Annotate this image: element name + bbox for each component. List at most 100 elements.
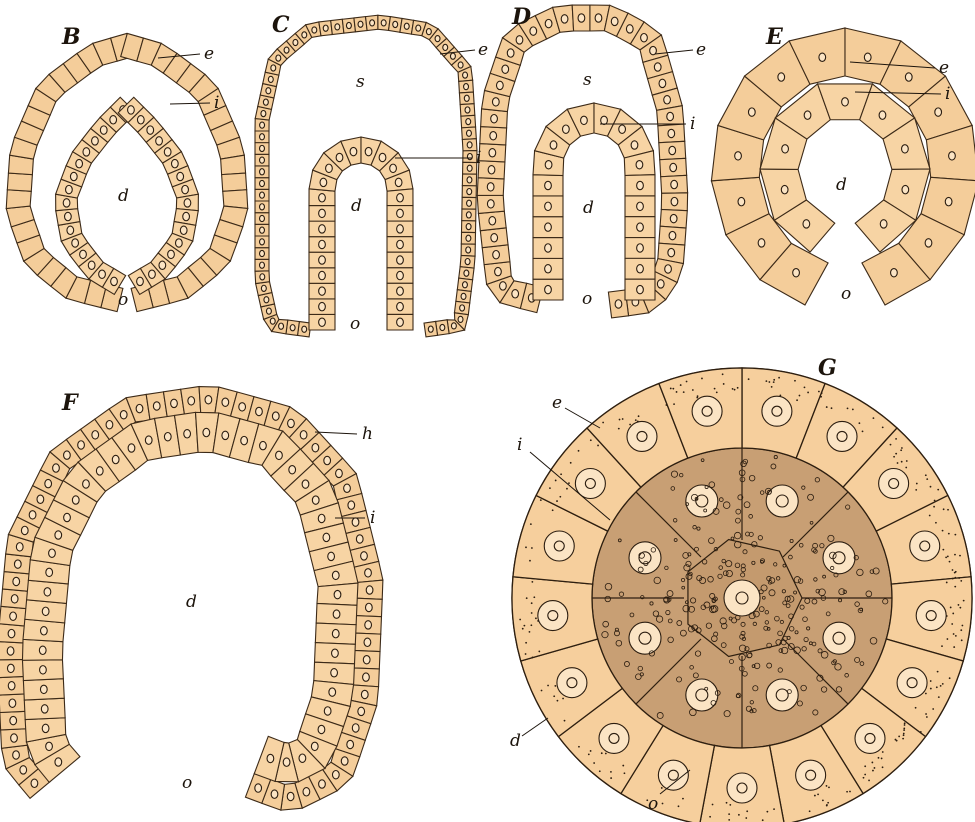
g-ecto-granule-213 — [933, 506, 935, 508]
g-ecto-granule-58 — [562, 698, 564, 700]
g-ecto-nucleolus-12 — [548, 611, 558, 621]
g-ecto-granule-118 — [765, 380, 767, 382]
g-ecto-granule-77 — [901, 447, 903, 449]
f-ecto-nucleus-28 — [188, 397, 195, 405]
panel-e-label-e: e — [939, 60, 949, 77]
d-ecto-nucleus-17 — [516, 36, 523, 44]
g-ecto-granule-179 — [947, 509, 949, 511]
panel-b-title: B — [62, 26, 81, 48]
d-endo-nucleus-6 — [545, 161, 552, 169]
g-ecto-granule-57 — [605, 753, 607, 755]
f-ecto-nucleus-52 — [358, 707, 365, 715]
d-ecto-nucleus-27 — [654, 63, 661, 71]
f-ecto-nucleus-16 — [29, 511, 36, 519]
c-endo-nucleus-14 — [379, 153, 386, 161]
c-endo-nucleus-4 — [319, 256, 326, 264]
e-inner-nucleus-0 — [803, 220, 810, 228]
g-ecto-granule-181 — [930, 486, 932, 488]
g-ecto-granule-146 — [619, 419, 621, 421]
g-ecto-granule-161 — [814, 795, 816, 797]
c-ecto-nucleus-17 — [260, 157, 265, 163]
g-ecto-granule-141 — [953, 646, 955, 648]
g-ecto-granule-81 — [773, 379, 775, 381]
f-endo-nucleus-30 — [318, 514, 325, 522]
g-ecto-granule-85 — [943, 508, 945, 510]
e-inner-nucleus-6 — [902, 145, 909, 153]
g-ecto-granule-11 — [578, 746, 580, 748]
f-ecto-nucleus-6 — [8, 682, 15, 690]
b-endo-r-nucleus-2 — [147, 126, 154, 134]
g-ecto-granule-42 — [862, 431, 864, 433]
g-ecto-nucleolus-13 — [554, 541, 564, 551]
g-ecto-granule-36 — [952, 569, 954, 571]
c-ecto-nucleus-46 — [464, 84, 469, 90]
panel-f-label-h: h — [362, 426, 373, 443]
f-endo-nucleus-6 — [39, 646, 46, 654]
g-ecto-nucleolus-10 — [609, 733, 619, 743]
f-endo-nucleus-2 — [42, 724, 49, 732]
c-ecto-nucleus-44 — [458, 62, 463, 68]
g-ecto-granule-97 — [874, 767, 876, 769]
e-outer-nucleus-8 — [905, 73, 912, 81]
pointer-g-e — [565, 408, 600, 428]
c-ecto-nucleus-33 — [346, 22, 351, 28]
c-endo-nucleus-18 — [397, 209, 404, 217]
b-endo-l-nucleus-4 — [72, 239, 79, 247]
e-outer-nucleus-9 — [935, 108, 942, 116]
c-endo-nucleus-12 — [350, 147, 357, 155]
b-endo-l-nucleus-10 — [76, 159, 83, 167]
g-ecto-granule-125 — [686, 381, 688, 383]
g-ecto-nucleolus-0 — [772, 406, 782, 416]
g-ecto-granule-128 — [954, 554, 956, 556]
d-endo-nucleus-16 — [637, 223, 644, 231]
g-ecto-granule-116 — [893, 456, 895, 458]
d-ecto-nucleus-20 — [561, 15, 568, 23]
g-ecto-granule-132 — [807, 392, 809, 394]
f-ecto-nucleus-5 — [9, 699, 16, 707]
g-ecto-granule-152 — [670, 388, 672, 390]
g-ecto-granule-94 — [712, 804, 714, 806]
g-ecto-nucleolus-14 — [585, 478, 595, 488]
b-endo-l-nucleus-8 — [66, 185, 73, 193]
c-ecto-nucleus-25 — [271, 65, 276, 71]
g-ecto-granule-127 — [525, 642, 527, 644]
panel-c-gastrula — [255, 15, 477, 337]
d-ecto-nucleus-22 — [595, 14, 602, 22]
g-ecto-granule-30 — [930, 688, 932, 690]
b-endo-r-nucleus-14 — [149, 270, 156, 278]
f-ecto-nucleus-2 — [13, 751, 20, 759]
g-ecto-granule-48 — [610, 777, 612, 779]
c-ecto-nucleus-11 — [260, 227, 265, 233]
c-endo-nucleus-20 — [397, 240, 404, 248]
f-endo-nucleus-22 — [203, 428, 210, 436]
g-ecto-granule-47 — [748, 378, 750, 380]
g-ecto-granule-88 — [533, 596, 535, 598]
f-ecto-nucleus-27 — [171, 399, 178, 407]
panel-f-title: F — [62, 392, 78, 414]
c-ecto-nucleus-54 — [467, 177, 472, 183]
c-ecto-nucleus-52 — [467, 153, 472, 159]
g-ecto-granule-219 — [590, 750, 592, 752]
g-ecto-granule-2 — [847, 407, 849, 409]
g-ecto-granule-41 — [948, 533, 950, 535]
f-ecto-nucleus-4 — [10, 716, 17, 724]
g-ecto-granule-103 — [529, 560, 531, 562]
g-ecto-granule-17 — [728, 819, 730, 821]
f-endo-nucleus-33 — [332, 571, 339, 579]
g-ecto-granule-198 — [531, 612, 533, 614]
g-central-nucleolus — [736, 592, 748, 604]
f-ecto-nucleus-8 — [7, 647, 14, 655]
g-ecto-granule-217 — [895, 453, 897, 455]
g-ecto-granule-120 — [882, 751, 884, 753]
g-ecto-granule-7 — [954, 534, 956, 536]
d-ecto-nucleus-5 — [491, 234, 498, 242]
g-ecto-granule-191 — [915, 489, 917, 491]
f-ecto-nucleus-14 — [16, 543, 23, 551]
g-ecto-granule-65 — [935, 522, 937, 524]
panel-d-label-s: s — [583, 72, 592, 89]
g-ecto-granule-25 — [629, 424, 631, 426]
g-ecto-granule-69 — [820, 396, 822, 398]
c-ecto-nucleus-21 — [261, 111, 266, 117]
d-ecto-nucleus-40 — [657, 280, 664, 288]
